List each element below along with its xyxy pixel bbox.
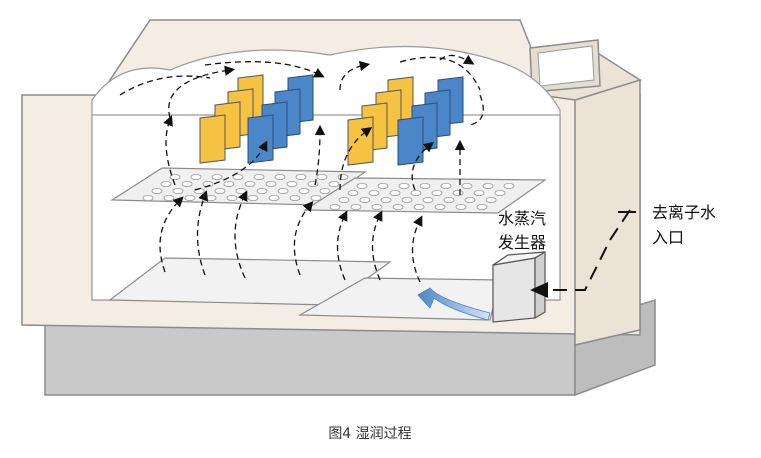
- shelf-hole: [461, 182, 473, 189]
- shelf-hole: [338, 196, 350, 203]
- shelf-hole: [337, 173, 349, 180]
- shelf-hole: [181, 180, 193, 187]
- shelf-hole: [223, 180, 235, 187]
- shelf-hole: [398, 182, 410, 189]
- shelf-hole: [464, 196, 476, 203]
- shelf-hole: [307, 180, 319, 187]
- shelf-holes: [142, 173, 515, 210]
- shelf-hole: [377, 182, 389, 189]
- shelf-hole: [452, 189, 464, 196]
- shelf-hole: [244, 180, 256, 187]
- shelf-hole: [214, 187, 226, 194]
- shelf-hole: [434, 203, 446, 210]
- specimen-panels-yellow-right: [347, 76, 414, 166]
- shelf-hole: [347, 189, 359, 196]
- shelf-hole: [443, 196, 455, 203]
- shelf-hole: [476, 203, 488, 210]
- steam-generator-label-line1: 水蒸汽: [498, 209, 546, 228]
- steam-flow-arrow: [417, 287, 491, 321]
- shelf-hole: [329, 203, 341, 210]
- shelf-hole: [350, 203, 362, 210]
- deionized-water-inlet-label-line1: 去离子水: [652, 203, 716, 222]
- shelf-hole: [485, 196, 497, 203]
- shelf-hole: [380, 196, 392, 203]
- shelf-hole: [298, 187, 310, 194]
- shelf-hole: [205, 194, 217, 201]
- shelf-hole: [316, 173, 328, 180]
- shelf-hole: [371, 203, 383, 210]
- shelf-hole: [247, 194, 259, 201]
- shelf-hole: [482, 182, 494, 189]
- shelf-hole: [286, 180, 298, 187]
- shelf-hole: [169, 173, 181, 180]
- figure-caption: 图4 湿润过程: [328, 426, 411, 442]
- shelf-hole: [265, 180, 277, 187]
- shelf-hole: [359, 196, 371, 203]
- shelf-hole: [368, 189, 380, 196]
- shelf-hole: [160, 180, 172, 187]
- shelf-hole: [235, 187, 247, 194]
- shelf-hole: [289, 194, 301, 201]
- shelf-hole: [356, 182, 368, 189]
- shelf-hole: [268, 194, 280, 201]
- shelf-hole: [503, 182, 515, 189]
- shelf-hole: [163, 194, 175, 201]
- specimen-panels-yellow-left: [199, 74, 264, 164]
- shelf-hole: [232, 173, 244, 180]
- shelf-hole: [401, 196, 413, 203]
- shelf-hole: [295, 173, 307, 180]
- shelf-hole: [172, 187, 184, 194]
- vapor-flow-arrows: [119, 54, 484, 283]
- shelf-hole: [226, 194, 238, 201]
- shelf-hole: [142, 194, 154, 201]
- shelf-hole: [319, 187, 331, 194]
- shelf-hole: [413, 203, 425, 210]
- shelf-hole: [494, 189, 506, 196]
- shelf-hole: [431, 189, 443, 196]
- shelf-hole: [190, 173, 202, 180]
- shelf-hole: [392, 203, 404, 210]
- shelf-hole: [310, 194, 322, 201]
- shelf-hole: [184, 194, 196, 201]
- shelf-hole: [422, 196, 434, 203]
- shelf-hole: [455, 203, 467, 210]
- shelf-hole: [253, 173, 265, 180]
- shelf-hole: [151, 187, 163, 194]
- specimen-panels-blue-right: [397, 76, 464, 166]
- shelf-hole: [256, 187, 268, 194]
- shelf-hole: [277, 187, 289, 194]
- shelf-hole: [419, 182, 431, 189]
- shelf-hole: [389, 189, 401, 196]
- water-inlet-line: [530, 209, 636, 298]
- steam-generator: [492, 250, 546, 323]
- shelf-hole: [328, 180, 340, 187]
- control-screen: [529, 39, 601, 93]
- shelf-hole: [440, 182, 452, 189]
- deionized-water-inlet-label-line2: 入口: [652, 228, 684, 247]
- shelf-hole: [410, 189, 422, 196]
- shelf-hole: [274, 173, 286, 180]
- shelf-hole: [211, 173, 223, 180]
- steam-generator-label-line2: 发生器: [498, 233, 546, 252]
- shelf-hole: [473, 189, 485, 196]
